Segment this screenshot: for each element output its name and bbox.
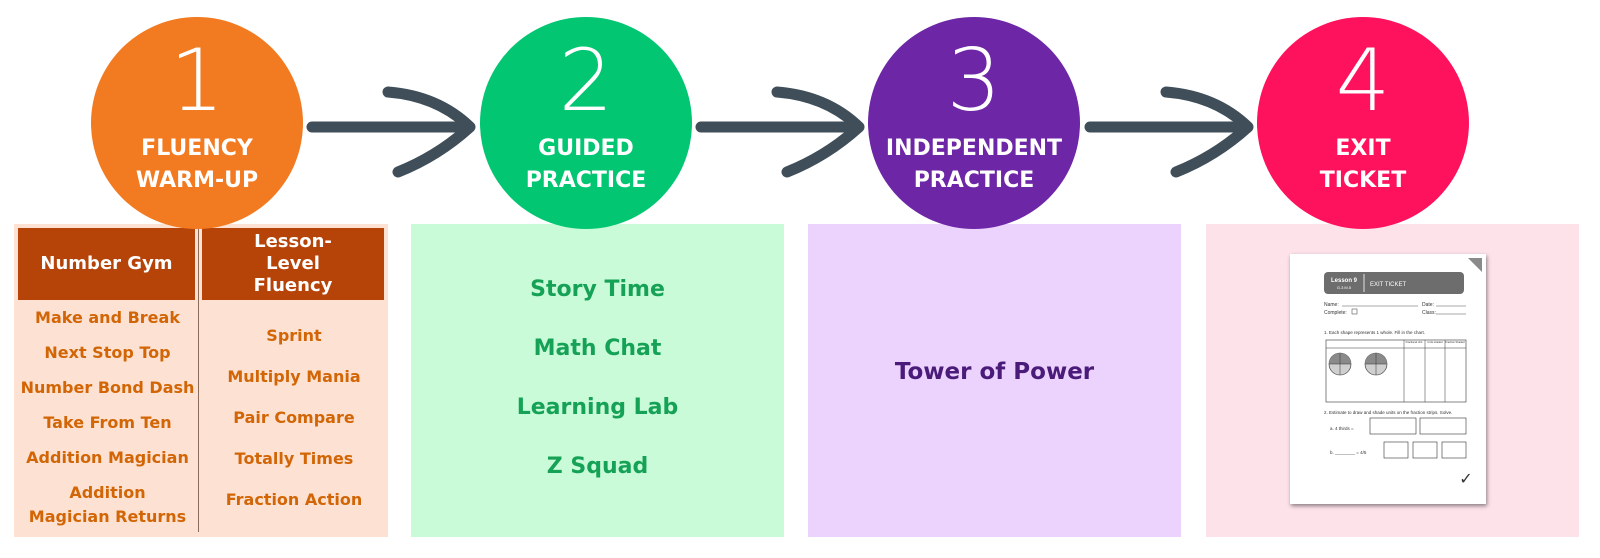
step-number: 3 [946, 31, 1002, 131]
chart-col-header: Fractional Unit [1406, 340, 1423, 344]
list-item: Pair Compare [233, 408, 355, 427]
checkmark-icon: ✓ [1459, 471, 1472, 488]
column-divider [198, 228, 199, 532]
guided-practice-list: Story Time Math Chat Learning Lab Z Squa… [411, 274, 784, 510]
date-label: Date: [1422, 302, 1434, 308]
list-item: Multiply Mania [227, 367, 361, 386]
exit-ticket-panel: Lesson 9 G.3 M.5 EXIT TICKET Name: Date:… [1206, 224, 1579, 537]
ticket-lesson: Lesson 9 [1331, 278, 1358, 284]
step-2-circle: 2 GUIDED PRACTICE [480, 17, 692, 229]
worksheet-graphic: Lesson 9 G.3 M.5 EXIT TICKET Name: Date:… [1324, 258, 1482, 488]
ticket-code: G.3 M.5 [1337, 285, 1352, 290]
fraction-strip [1369, 417, 1417, 435]
shaded-circle-icon [1328, 352, 1352, 376]
list-item: Take From Ten [43, 413, 172, 432]
fraction-strip [1412, 441, 1438, 459]
step-1-circle: 1 FLUENCY WARM-UP [91, 17, 303, 229]
step-4-circle: 4 EXIT TICKET [1257, 17, 1469, 229]
fraction-chart [1325, 339, 1467, 403]
arrow-right-icon [306, 86, 476, 178]
fraction-strip [1383, 441, 1409, 459]
list-item: Learning Lab [516, 395, 679, 420]
chart-col-header: Units shaded [1427, 340, 1443, 344]
step-number: 2 [558, 31, 614, 131]
arrow-right-icon [695, 86, 865, 178]
fluency-panel: Number Gym Lesson-Level Fluency Make and… [14, 224, 388, 537]
list-item: Addition Magician Returns [28, 483, 187, 526]
guided-practice-panel: Story Time Math Chat Learning Lab Z Squa… [411, 224, 784, 537]
chart-col-header: Fraction Shaded [1445, 340, 1465, 344]
step-3-circle: 3 INDEPENDENT PRACTICE [868, 17, 1080, 229]
list-item: Next Stop Top [44, 343, 171, 362]
list-item: Tower of Power [894, 359, 1095, 385]
step-number: 4 [1335, 31, 1391, 131]
part-a: a. 4 thirds = [1330, 426, 1354, 431]
independent-practice-panel: Tower of Power [808, 224, 1181, 537]
list-item: Math Chat [533, 336, 662, 361]
step-title: FLUENCY WARM-UP [135, 136, 259, 193]
question-2: 2. Estimate to draw and shade units on t… [1324, 410, 1452, 415]
list-item: Z Squad [546, 454, 649, 479]
number-gym-header: Number Gym [18, 228, 195, 300]
class-label: Class: [1422, 310, 1436, 316]
fraction-strip [1419, 417, 1467, 435]
complete-label: Complete: [1324, 310, 1347, 316]
list-item: Story Time [530, 277, 665, 302]
arrow-right-icon [1084, 86, 1254, 178]
list-item: Make and Break [35, 308, 180, 327]
list-item: Number Bond Dash [20, 378, 195, 397]
fraction-strip [1441, 441, 1467, 459]
ticket-title-bar [1324, 272, 1464, 294]
ticket-title: EXIT TICKET [1370, 282, 1406, 288]
step-title: GUIDED PRACTICE [525, 136, 647, 193]
step-title: INDEPENDENT PRACTICE [885, 136, 1063, 193]
part-b: b. ________ = 4/5 [1330, 450, 1367, 455]
step-number: 1 [169, 31, 225, 131]
shaded-circle-icon [1364, 352, 1388, 376]
list-item: Sprint [266, 326, 322, 345]
complete-checkbox [1351, 308, 1358, 315]
page-corner-icon [1468, 258, 1482, 272]
list-item: Fraction Action [225, 490, 363, 509]
question-1: 1. Each shape represents 1 whole. Fill i… [1324, 330, 1425, 335]
number-gym-list: Make and Break Next Stop Top Number Bond… [20, 306, 195, 529]
lesson-level-fluency-header: Lesson-Level Fluency [202, 228, 384, 300]
lesson-level-fluency-list: Sprint Multiply Mania Pair Compare Total… [204, 324, 384, 529]
exit-ticket-worksheet: Lesson 9 G.3 M.5 EXIT TICKET Name: Date:… [1290, 254, 1486, 504]
list-item: Totally Times [234, 449, 354, 468]
list-item: Addition Magician [26, 448, 189, 467]
step-title: EXIT TICKET [1319, 136, 1407, 193]
name-label: Name: [1324, 302, 1339, 308]
